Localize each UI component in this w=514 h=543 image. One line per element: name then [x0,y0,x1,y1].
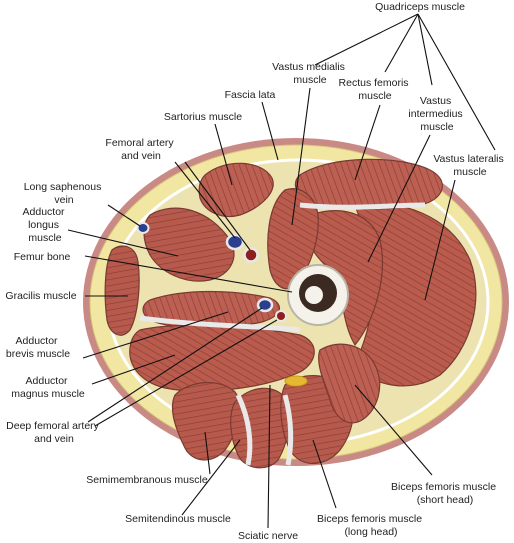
long-saphenous-vein [136,222,150,234]
femur-label: Femur bone [14,251,71,263]
quadriceps-label: Quadriceps muscle [375,1,465,13]
rectus-femoris-label: Rectus femoris muscle [339,77,412,102]
leader-lines [67,13,496,529]
femur-marrow-highlight [305,286,323,304]
semimembranous-label: Semimembranous muscle [86,474,208,486]
biceps-long-head-label: Biceps femoris muscle (long head) [317,513,425,538]
sciatic-nerve-label: Sciatic nerve [238,530,298,542]
adductor-brevis-label: Adductor brevis muscle [6,335,70,360]
intermuscular-septum [282,394,294,466]
femoral-artery-vein-label: Femoral artery and vein [105,137,176,162]
biceps-femoris-short-head-muscle [318,343,381,424]
semitendinous-label: Semitendinous muscle [125,513,231,525]
intermuscular-septum [235,393,253,466]
vastus-medialis-label: Vastus medialis muscle [272,61,348,86]
vastus-lateralis-label: Vastus lateralis muscle [433,153,506,178]
femoral-artery [243,247,259,263]
gracilis-label: Gracilis muscle [5,290,76,302]
intermuscular-septum [299,202,426,210]
vastus-intermedius-label: Vastus intermedius muscle [408,95,465,133]
fascia-lata-label: Fascia lata [225,89,276,101]
vastus-intermedius-muscle [306,210,383,347]
deep-femoral-label: Deep femoral artery and vein [6,420,102,445]
semimembranous-muscle [171,381,241,461]
adductor-longus-muscle [143,207,235,282]
intermuscular-septum [139,315,301,333]
adductor-longus-label: Adductor longus muscle [23,206,68,244]
femoral-vein [225,233,245,251]
biceps-short-head-label: Biceps femoris muscle (short head) [391,481,499,506]
long-saphenous-label: Long saphenous vein [24,181,105,206]
sciatic-nerve [284,375,308,387]
deep-femoral-artery [275,310,287,322]
rectus-femoris-muscle [294,158,443,210]
gracilis-muscle [104,245,140,336]
sartorius-label: Sartorius muscle [164,111,242,123]
sartorius-muscle [198,162,274,218]
adductor-magnus-label: Adductor magnus muscle [11,375,85,400]
